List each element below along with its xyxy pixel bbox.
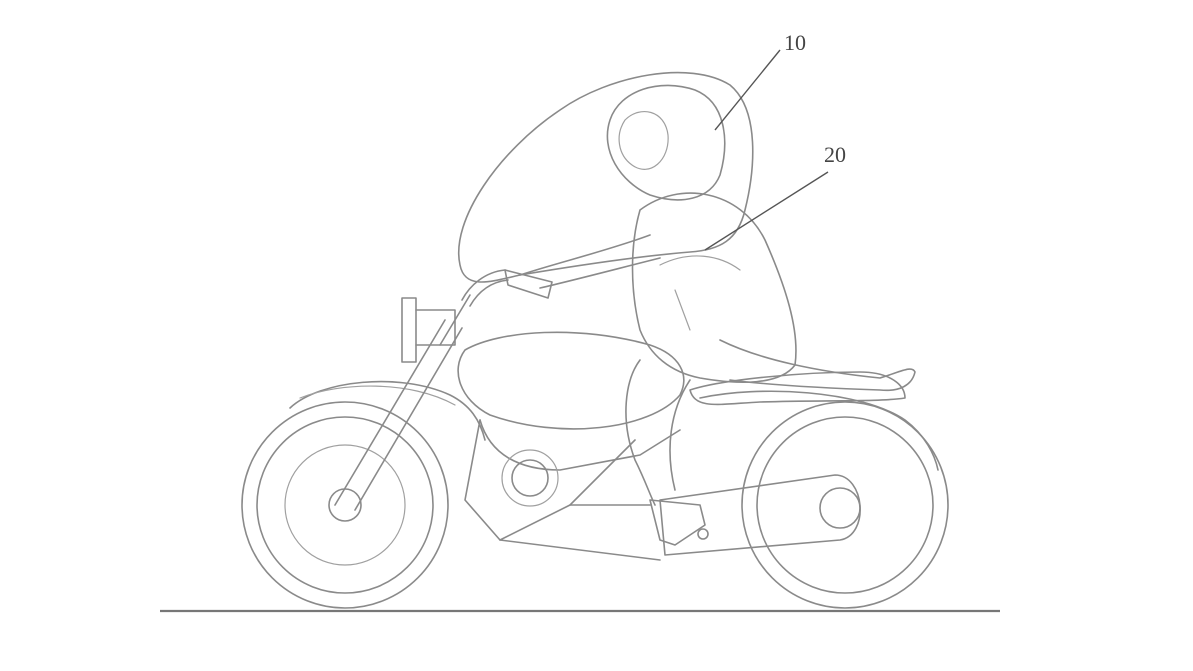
leader-line-10: [714, 49, 781, 131]
reference-label-vest: 20: [824, 142, 846, 167]
seat: [689, 371, 906, 406]
reference-label-airbag: 10: [784, 30, 806, 55]
helmet: [606, 84, 726, 201]
engine-sprocket: [511, 459, 549, 497]
headlight: [401, 297, 456, 363]
engine-casing: [479, 419, 681, 471]
rider-arm: [519, 234, 661, 289]
airbag-outline: [457, 71, 754, 283]
front-wheel: [241, 401, 449, 609]
rear-wheel: [741, 401, 949, 609]
leader-line-20: [704, 171, 829, 251]
frame: [464, 419, 661, 561]
handlebar: [461, 269, 553, 307]
fuel-tank: [457, 331, 685, 430]
rider-leg: [625, 359, 709, 546]
rider-rear-leg: [719, 339, 916, 392]
swing-arm: [659, 474, 861, 556]
rider-vest: [631, 192, 797, 384]
rear-fender: [699, 390, 939, 471]
